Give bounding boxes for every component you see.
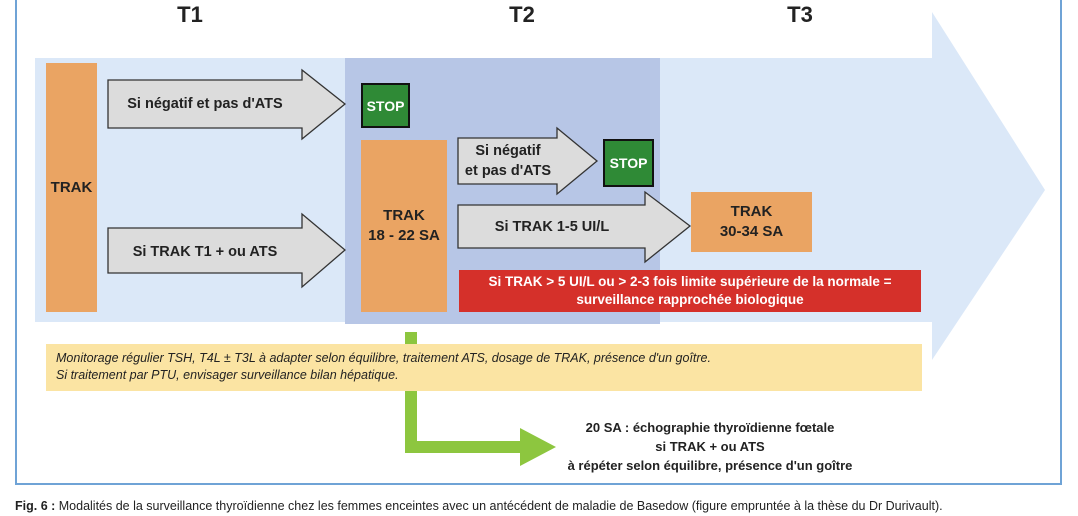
label-trak-1-5: Si TRAK 1-5 UI/L: [494, 219, 610, 235]
header-t1: T1: [177, 2, 203, 27]
label-neg-no-ats: Si négatif et pas d'ATS: [127, 96, 283, 112]
label-neg-line2: et pas d'ATS: [464, 163, 552, 179]
label-neg-no-ats-2: Si négatif et pas d'ATS: [460, 140, 556, 182]
stop-badge-2-label: STOP: [609, 155, 648, 171]
monitoring-note-line2: Si traitement par PTU, envisager surveil…: [56, 368, 399, 382]
arrow-neg-no-ats: [107, 68, 347, 141]
label-trak-t1-ats: Si TRAK T1 + ou ATS: [132, 244, 278, 260]
label-neg-line1: Si négatif: [475, 143, 541, 159]
stop-badge-1: STOP: [361, 83, 410, 128]
header-t3: T3: [787, 2, 813, 27]
stop-badge-2: STOP: [603, 139, 654, 187]
alert-line2: surveillance rapprochée biologique: [576, 292, 804, 307]
alert-box: Si TRAK > 5 UI/L ou > 2-3 fois limite su…: [459, 270, 921, 312]
box-trak-30-34: TRAK 30-34 SA: [691, 192, 812, 252]
monitoring-note-line1: Monitorage régulier TSH, T4L ± T3L à ada…: [56, 351, 711, 365]
figure-caption: Fig. 6 : Modalités de la surveillance th…: [15, 499, 943, 513]
caption-text: Modalités de la surveillance thyroïdienn…: [55, 499, 943, 513]
box-trak-18-22-line1: TRAK: [383, 207, 425, 224]
box-trak-18-22-line2: 18 - 22 SA: [368, 227, 440, 244]
monitoring-note: Monitorage régulier TSH, T4L ± T3L à ada…: [46, 344, 922, 391]
arrow-neg-no-ats-2: [457, 126, 599, 196]
stop-badge-1-label: STOP: [366, 97, 405, 114]
arrow-trak-1-5: [457, 190, 692, 264]
header-t2: T2: [509, 2, 535, 27]
echo-text: 20 SA : échographie thyroïdienne fœtale …: [555, 418, 865, 475]
echo-line2: si TRAK + ou ATS: [655, 439, 765, 454]
arrow-echo-green: [405, 332, 556, 466]
echo-line1: 20 SA : échographie thyroïdienne fœtale: [585, 420, 835, 435]
box-trak-18-22: TRAK 18 - 22 SA: [361, 140, 447, 312]
box-trak-30-34-line2: 30-34 SA: [719, 223, 784, 240]
box-trak-start-label: TRAK: [50, 179, 93, 196]
caption-label: Fig. 6 :: [15, 499, 56, 513]
arrow-trak-t1-ats: [107, 212, 347, 289]
alert-line1: Si TRAK > 5 UI/L ou > 2-3 fois limite su…: [488, 274, 892, 289]
echo-line3: à répéter selon équilibre, présence d'un…: [567, 458, 853, 473]
figure-frame: [15, 0, 1062, 485]
box-trak-30-34-line1: TRAK: [730, 203, 773, 220]
box-trak-start: TRAK: [46, 63, 97, 312]
